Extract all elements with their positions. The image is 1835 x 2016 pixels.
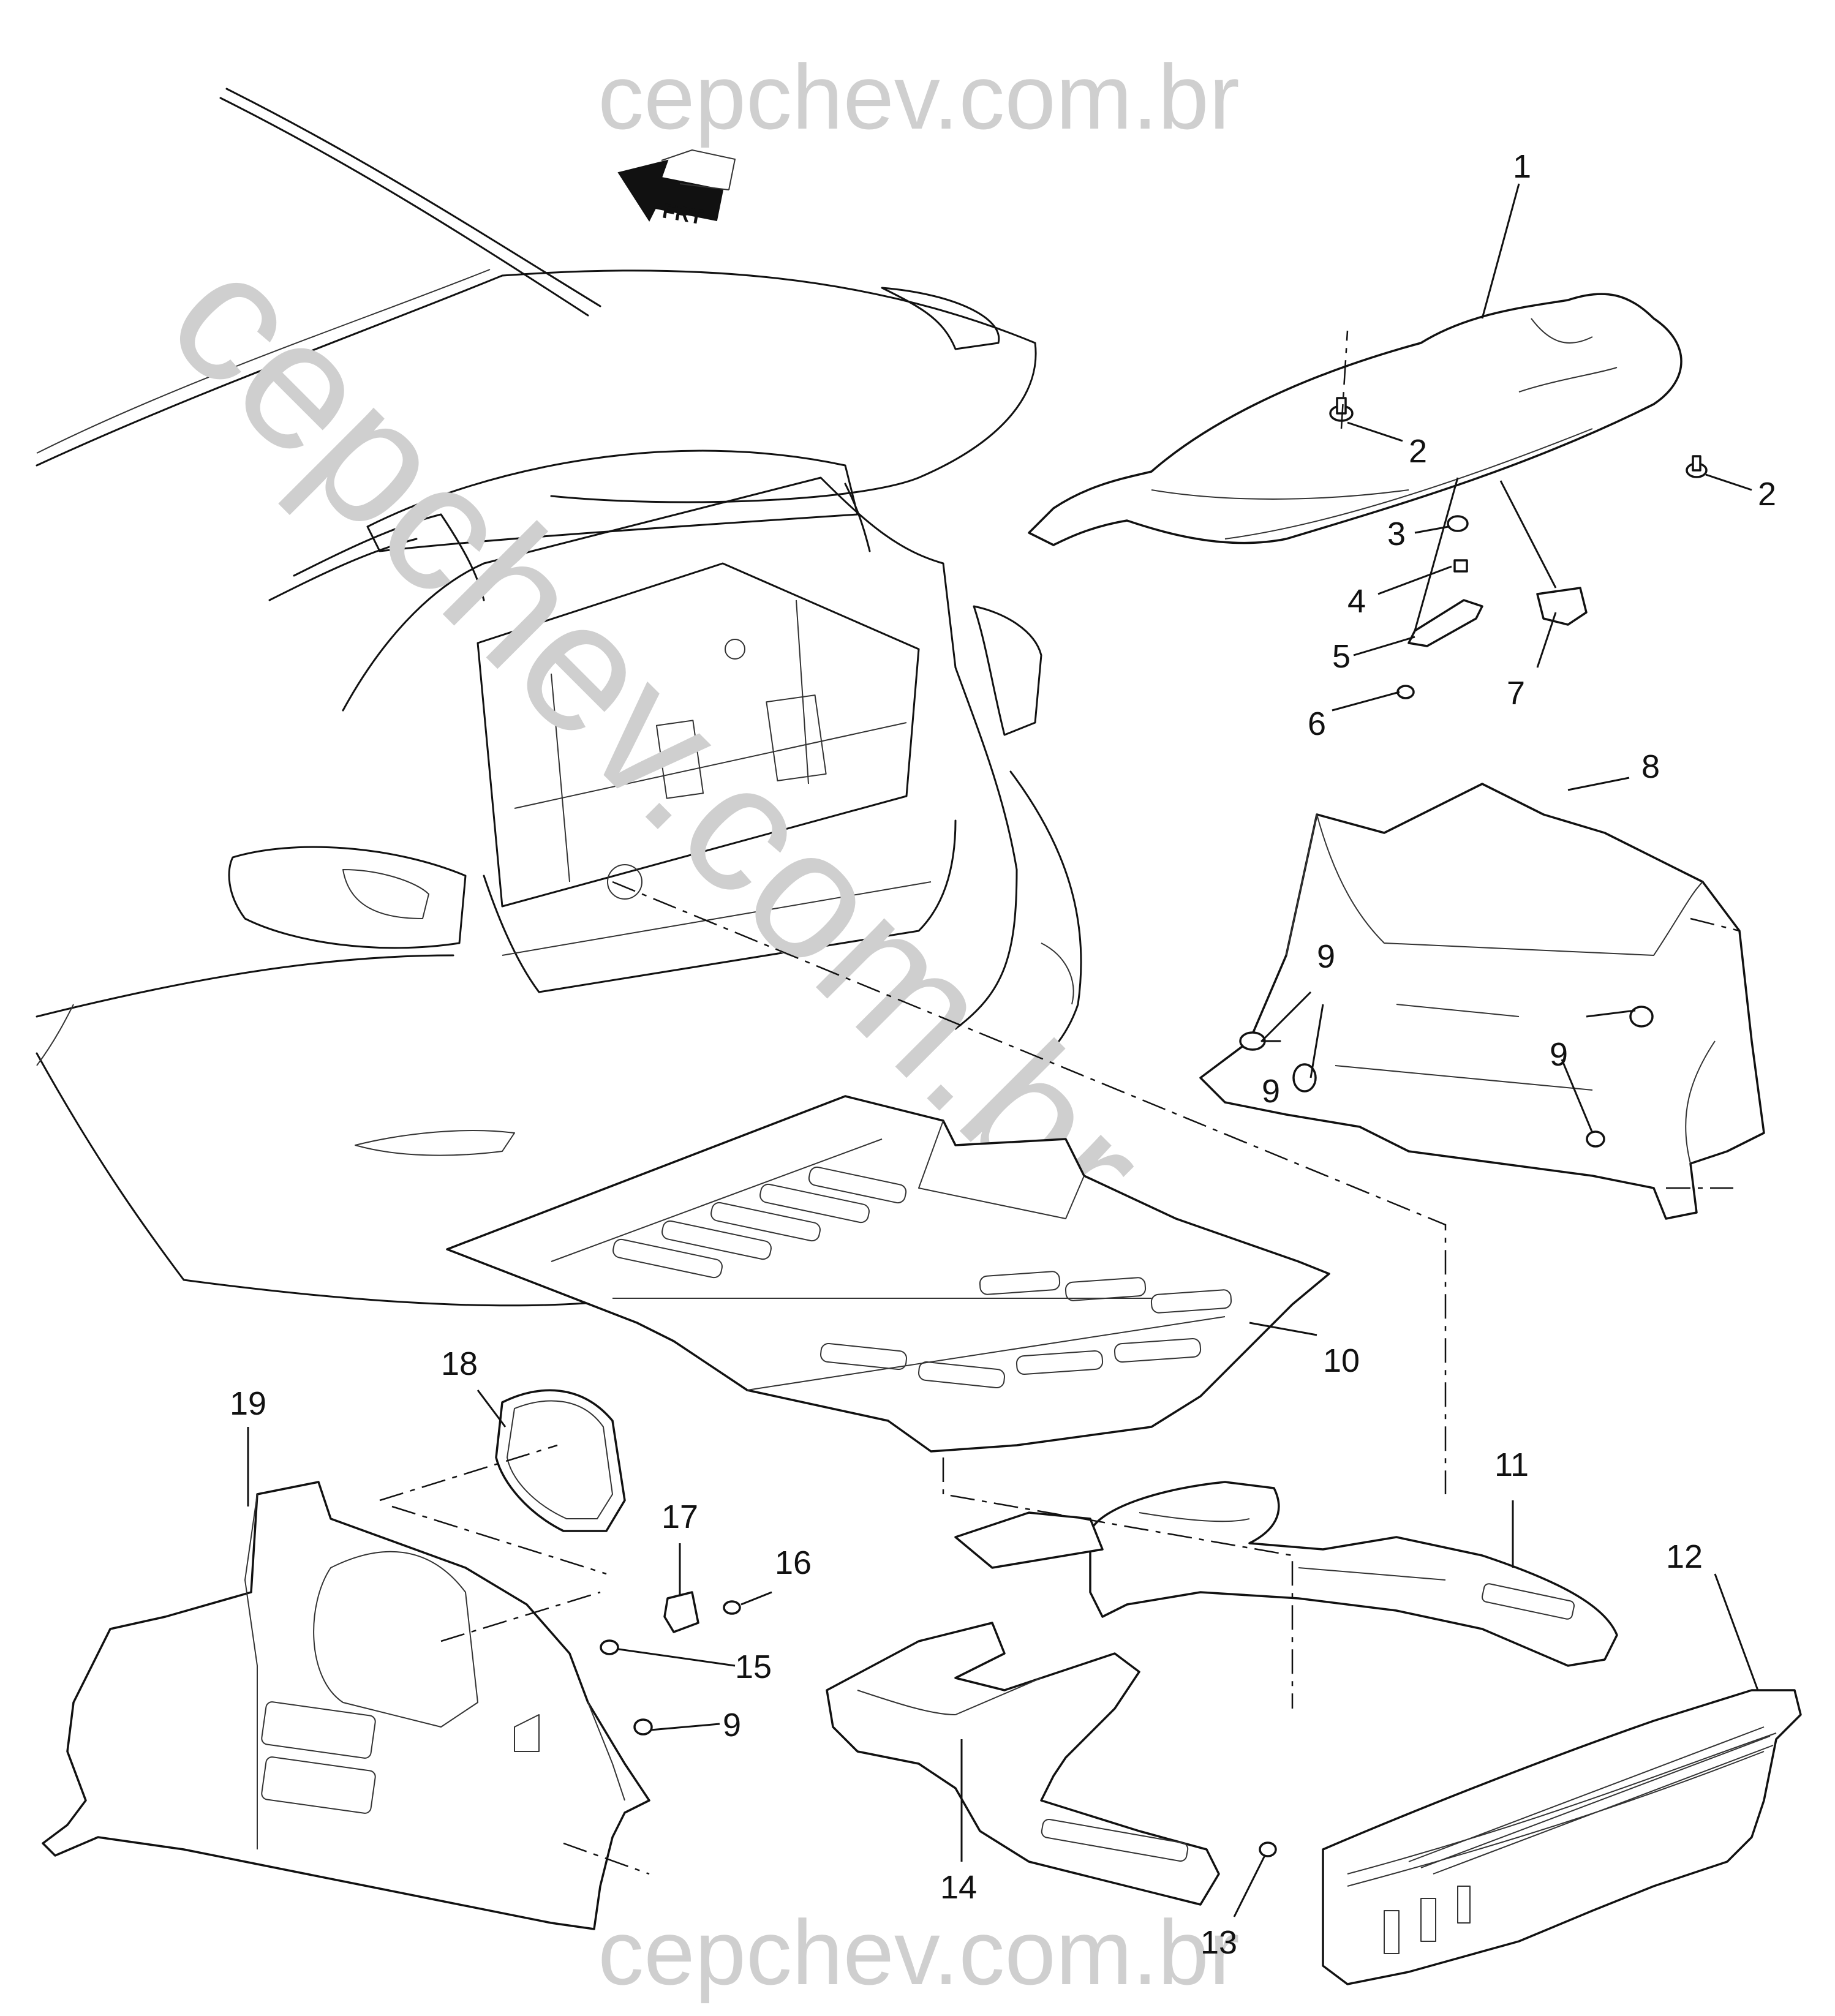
part-rear-sill-plate bbox=[1322, 1689, 1802, 1985]
watermark-diagonal: cepchev.com.br bbox=[131, 213, 1185, 1266]
callout-10: 10 bbox=[1323, 1342, 1360, 1379]
callout-2a: 2 bbox=[1409, 433, 1427, 470]
part-floor-support-left bbox=[826, 1622, 1220, 1906]
callout-6: 6 bbox=[1308, 705, 1326, 742]
callout-7: 7 bbox=[1507, 675, 1525, 712]
fasteners bbox=[600, 397, 1708, 1857]
callout-9c: 9 bbox=[1262, 1073, 1280, 1110]
callout-1: 1 bbox=[1513, 148, 1531, 185]
callout-9d: 9 bbox=[723, 1707, 741, 1743]
fastener-9e bbox=[633, 1718, 653, 1736]
fastener-9b bbox=[1292, 1063, 1317, 1093]
callout-12: 12 bbox=[1666, 1538, 1703, 1575]
callout-19: 19 bbox=[230, 1385, 266, 1422]
front-arrow-icon bbox=[617, 159, 724, 222]
callout-numbers: 1 2 2 3 4 5 6 7 8 9 9 9 10 11 12 13 14 1… bbox=[230, 148, 1776, 1961]
watermark-top: cepchev.com.br bbox=[598, 45, 1240, 148]
callout-2b: 2 bbox=[1758, 476, 1776, 513]
watermark-bottom: cepchev.com.br bbox=[598, 1901, 1240, 2004]
callout-13: 13 bbox=[1200, 1924, 1237, 1961]
callout-17: 17 bbox=[661, 1499, 698, 1535]
fastener-9d bbox=[1586, 1130, 1605, 1148]
callout-15: 15 bbox=[735, 1649, 772, 1685]
part-trunk-side-trim-right bbox=[1199, 783, 1765, 1220]
part-trunk-floor-panel bbox=[446, 1095, 1330, 1453]
front-direction-indicator: FRT bbox=[617, 149, 736, 229]
fastener-16 bbox=[723, 1600, 741, 1615]
part-rear-shelf-trim bbox=[1028, 293, 1682, 546]
callout-16: 16 bbox=[775, 1544, 812, 1581]
floor-ribs bbox=[612, 1166, 1232, 1389]
clip-7 bbox=[1536, 587, 1588, 626]
part-trunk-side-trim-left bbox=[42, 1481, 650, 1930]
vehicle-rear-body bbox=[36, 88, 1082, 1307]
callout-9a: 9 bbox=[1317, 938, 1335, 975]
part-access-cover bbox=[495, 1389, 626, 1532]
fastener-3 bbox=[1447, 515, 1469, 532]
bracket-5 bbox=[1407, 599, 1483, 647]
callout-3: 3 bbox=[1387, 516, 1406, 552]
fastener-6 bbox=[1396, 685, 1415, 699]
fastener-13 bbox=[1259, 1841, 1277, 1857]
sill-texture bbox=[1408, 1726, 1774, 1875]
part-floor-support-right bbox=[954, 1481, 1618, 1667]
fastener-9c bbox=[1629, 1006, 1654, 1028]
callout-18: 18 bbox=[441, 1345, 478, 1382]
callout-5: 5 bbox=[1332, 638, 1351, 675]
callout-11: 11 bbox=[1494, 1446, 1529, 1483]
leader-lines bbox=[247, 183, 1759, 1917]
callout-9b: 9 bbox=[1550, 1036, 1568, 1073]
alignment-lines bbox=[379, 330, 1740, 1875]
fastener-4 bbox=[1453, 559, 1468, 573]
callout-14: 14 bbox=[940, 1869, 977, 1906]
fastener-2b bbox=[1686, 455, 1708, 478]
clip-17 bbox=[663, 1591, 699, 1633]
fastener-15 bbox=[600, 1639, 619, 1655]
fastener-9a bbox=[1239, 1031, 1281, 1051]
callout-4: 4 bbox=[1347, 583, 1366, 620]
callout-8: 8 bbox=[1641, 748, 1660, 785]
